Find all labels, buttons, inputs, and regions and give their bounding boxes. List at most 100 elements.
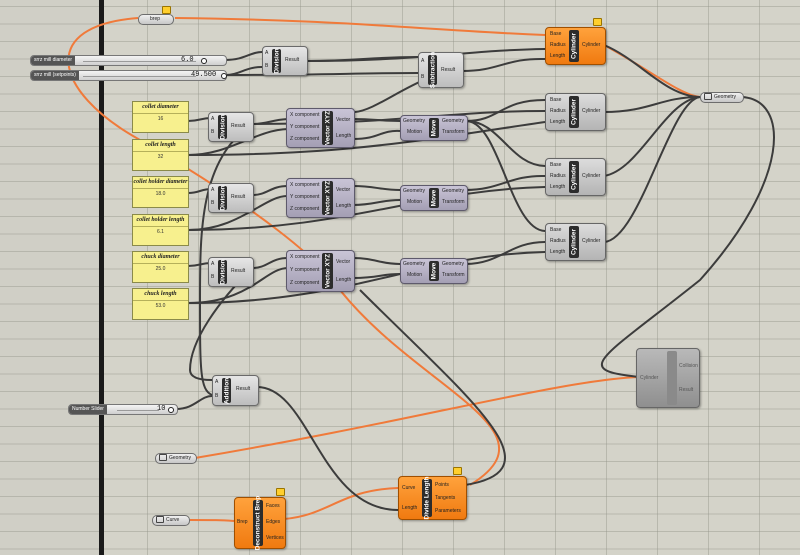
deconstruct-brep-component[interactable]: Brep Deconstruct Brep Faces Edges Vertic… <box>234 496 286 550</box>
slider-knob[interactable] <box>201 58 207 64</box>
input-radius[interactable]: Radius <box>550 108 566 114</box>
output-cylinder[interactable]: Cylinder <box>582 42 601 48</box>
input-b[interactable]: B <box>211 200 215 206</box>
input-base[interactable]: Base <box>550 97 562 103</box>
output-vector[interactable]: Vector <box>336 117 351 123</box>
output-transform[interactable]: Transform <box>442 129 465 135</box>
input-base[interactable]: Base <box>550 162 562 168</box>
output-result[interactable]: Result <box>231 123 246 129</box>
input-a[interactable]: A <box>211 261 215 267</box>
slider-number[interactable]: Number Slider 10 <box>68 404 178 415</box>
output-collision[interactable]: Collision <box>679 363 698 369</box>
output-cylinder[interactable]: Cylinder <box>582 238 601 244</box>
division-component[interactable]: A B Division Result <box>262 46 308 76</box>
input-radius[interactable]: Radius <box>550 42 566 48</box>
input-z[interactable]: Z component <box>290 280 320 286</box>
input-radius[interactable]: Radius <box>550 238 566 244</box>
slider-mill-diameter[interactable]: srrz mill diameter 6.0 <box>30 55 227 66</box>
output-length[interactable]: Length <box>336 277 352 283</box>
input-z[interactable]: Z component <box>290 206 320 212</box>
output-geometry[interactable]: Geometry <box>442 118 464 124</box>
input-geometry[interactable]: Geometry <box>403 118 425 124</box>
output-length[interactable]: Length <box>336 133 352 139</box>
division-component[interactable]: A B Division Result <box>208 183 254 213</box>
vector-xyz-component[interactable]: X component Y component Z component Vect… <box>286 178 355 218</box>
output-transform[interactable]: Transform <box>442 272 465 278</box>
input-y[interactable]: Y component <box>290 194 320 200</box>
cylinder-component[interactable]: Base Radius Length Cylinder Cylinder <box>545 223 606 261</box>
output-cylinder[interactable]: Cylinder <box>582 108 601 114</box>
input-radius[interactable]: Radius <box>550 173 566 179</box>
input-length[interactable]: Length <box>550 53 566 59</box>
cylinder-component[interactable]: Base Radius Length Cylinder Cylinder <box>545 93 606 131</box>
vector-xyz-component[interactable]: X component Y component Z component Vect… <box>286 250 355 292</box>
input-b[interactable]: B <box>421 74 425 80</box>
output-transform[interactable]: Transform <box>442 199 465 205</box>
output-result[interactable]: Result <box>231 268 246 274</box>
division-component[interactable]: A B Division Result <box>208 112 254 142</box>
output-result[interactable]: Result <box>231 194 246 200</box>
input-motion[interactable]: Motion <box>407 129 423 135</box>
collision-component[interactable]: Cylinder Collision Result <box>636 348 700 408</box>
input-y[interactable]: Y component <box>290 267 320 273</box>
divide-length-component[interactable]: Curve Length Divide Length Points Tangen… <box>398 476 467 520</box>
slider-mill-setpoints[interactable]: srrz mill (setpoints) 49.500 <box>30 70 227 81</box>
output-parameters[interactable]: Parameters <box>435 508 461 514</box>
output-tangents[interactable]: Tangents <box>435 495 456 501</box>
input-base[interactable]: Base <box>550 31 562 37</box>
input-a[interactable]: A <box>265 50 269 56</box>
division-component[interactable]: A B Division Result <box>208 257 254 287</box>
output-result[interactable]: Result <box>441 67 456 73</box>
input-length[interactable]: Length <box>550 184 566 190</box>
geometry-param-2[interactable]: Geometry <box>155 453 197 464</box>
move-component[interactable]: Geometry Motion Move Geometry Transform <box>400 115 468 141</box>
input-a[interactable]: A <box>211 187 215 193</box>
move-component[interactable]: Geometry Motion Move Geometry Transform <box>400 185 468 211</box>
brep-param[interactable]: brep <box>138 14 174 25</box>
input-curve[interactable]: Curve <box>402 485 416 491</box>
input-x[interactable]: X component <box>290 112 320 118</box>
output-geometry[interactable]: Geometry <box>442 261 464 267</box>
input-x[interactable]: X component <box>290 254 320 260</box>
output-faces[interactable]: Faces <box>266 503 280 509</box>
input-a[interactable]: A <box>215 379 219 385</box>
input-b[interactable]: B <box>211 274 215 280</box>
geometry-param[interactable]: Geometry <box>700 92 744 103</box>
output-cylinder[interactable]: Cylinder <box>582 173 601 179</box>
output-result[interactable]: Result <box>285 57 300 63</box>
input-b[interactable]: B <box>211 129 215 135</box>
input-brep[interactable]: Brep <box>237 519 248 525</box>
input-b[interactable]: B <box>215 393 219 399</box>
output-vertices[interactable]: Vertices <box>266 535 284 541</box>
input-base[interactable]: Base <box>550 227 562 233</box>
output-points[interactable]: Points <box>435 482 449 488</box>
slider-knob[interactable] <box>221 73 227 79</box>
output-length[interactable]: Length <box>336 203 352 209</box>
input-geometry[interactable]: Geometry <box>403 261 425 267</box>
vector-xyz-component[interactable]: X component Y component Z component Vect… <box>286 108 355 148</box>
output-vector[interactable]: Vector <box>336 259 351 265</box>
output-result[interactable]: Result <box>236 386 251 392</box>
slider-knob[interactable] <box>168 407 174 413</box>
input-a[interactable]: A <box>421 58 425 64</box>
input-a[interactable]: A <box>211 116 215 122</box>
input-z[interactable]: Z component <box>290 136 320 142</box>
input-motion[interactable]: Motion <box>407 199 423 205</box>
curve-param[interactable]: Curve <box>152 515 190 526</box>
input-b[interactable]: B <box>265 63 269 69</box>
cylinder-component[interactable]: Base Radius Length Cylinder Cylinder <box>545 27 606 65</box>
subtraction-component[interactable]: A B Subtraction Result <box>418 52 464 88</box>
input-cylinder[interactable]: Cylinder <box>640 375 659 381</box>
output-edges[interactable]: Edges <box>266 519 281 525</box>
input-x[interactable]: X component <box>290 182 320 188</box>
input-geometry[interactable]: Geometry <box>403 188 425 194</box>
input-length[interactable]: Length <box>550 119 566 125</box>
canvas-left-region[interactable] <box>0 0 100 555</box>
move-component[interactable]: Geometry Motion Move Geometry Transform <box>400 258 468 284</box>
